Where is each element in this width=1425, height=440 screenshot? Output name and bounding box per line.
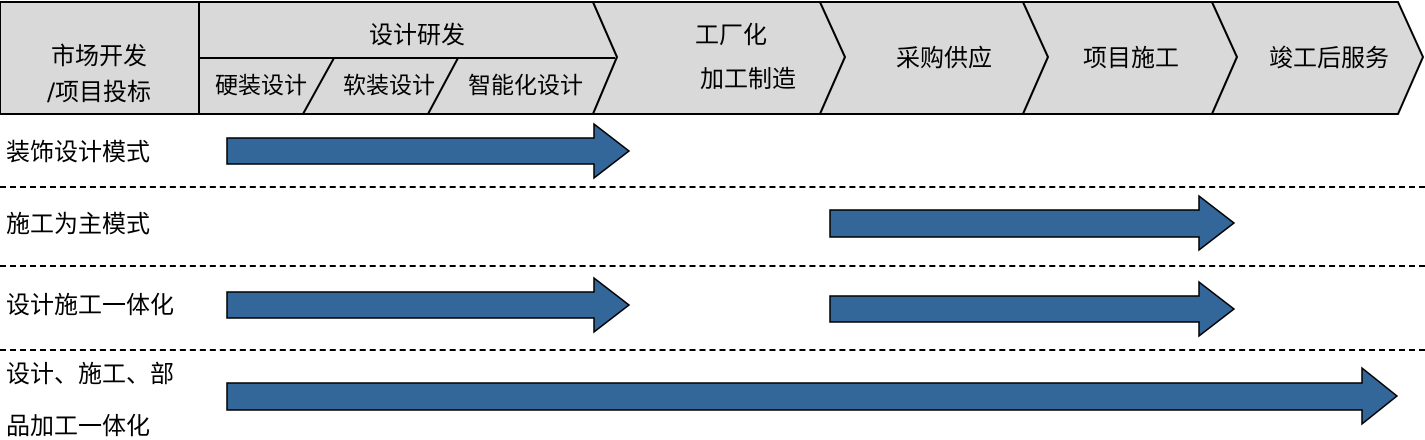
- design-sub-slash-2: [427, 57, 459, 115]
- stage-label-procurement: 采购供应: [896, 44, 992, 72]
- stage-label-market-line1: 市场开发: [51, 42, 147, 70]
- row-label-full-integration-line2: 品加工一体化: [6, 412, 150, 440]
- stage-label-construction: 项目施工: [1083, 44, 1179, 72]
- stage-chevron-service: [1210, 0, 1425, 115]
- stage-label-design: 设计研发: [369, 21, 465, 49]
- row-divider-2: [0, 265, 1425, 267]
- arrow-decor-design-mode: [226, 122, 631, 180]
- arrow-design-build-construction: [829, 280, 1236, 338]
- substage-label-soft-design: 软装设计: [343, 73, 435, 99]
- arrow-construction-mode: [829, 194, 1236, 252]
- stage-header-band: [0, 0, 1425, 115]
- stage-label-service: 竣工后服务: [1269, 44, 1389, 72]
- arrow-design-build-design: [226, 276, 631, 334]
- row-label-construction-mode: 施工为主模式: [6, 210, 150, 238]
- stage-label-factory-line1: 工厂化: [695, 21, 767, 49]
- row-divider-1: [0, 186, 1425, 188]
- row-divider-3: [0, 349, 1425, 351]
- stage-label-factory-line2: 加工制造: [700, 65, 796, 93]
- row-label-full-integration-line1: 设计、施工、部: [6, 360, 174, 388]
- substage-label-hard-design: 硬装设计: [215, 73, 307, 99]
- stage-label-market-line2: /项目投标: [46, 78, 152, 106]
- row-label-design-build: 设计施工一体化: [6, 291, 174, 319]
- arrow-full-integration: [226, 366, 1399, 426]
- row-label-decor-design-mode: 装饰设计模式: [6, 138, 150, 166]
- substage-label-smart-design: 智能化设计: [468, 73, 583, 99]
- design-sub-slash-1: [302, 57, 335, 115]
